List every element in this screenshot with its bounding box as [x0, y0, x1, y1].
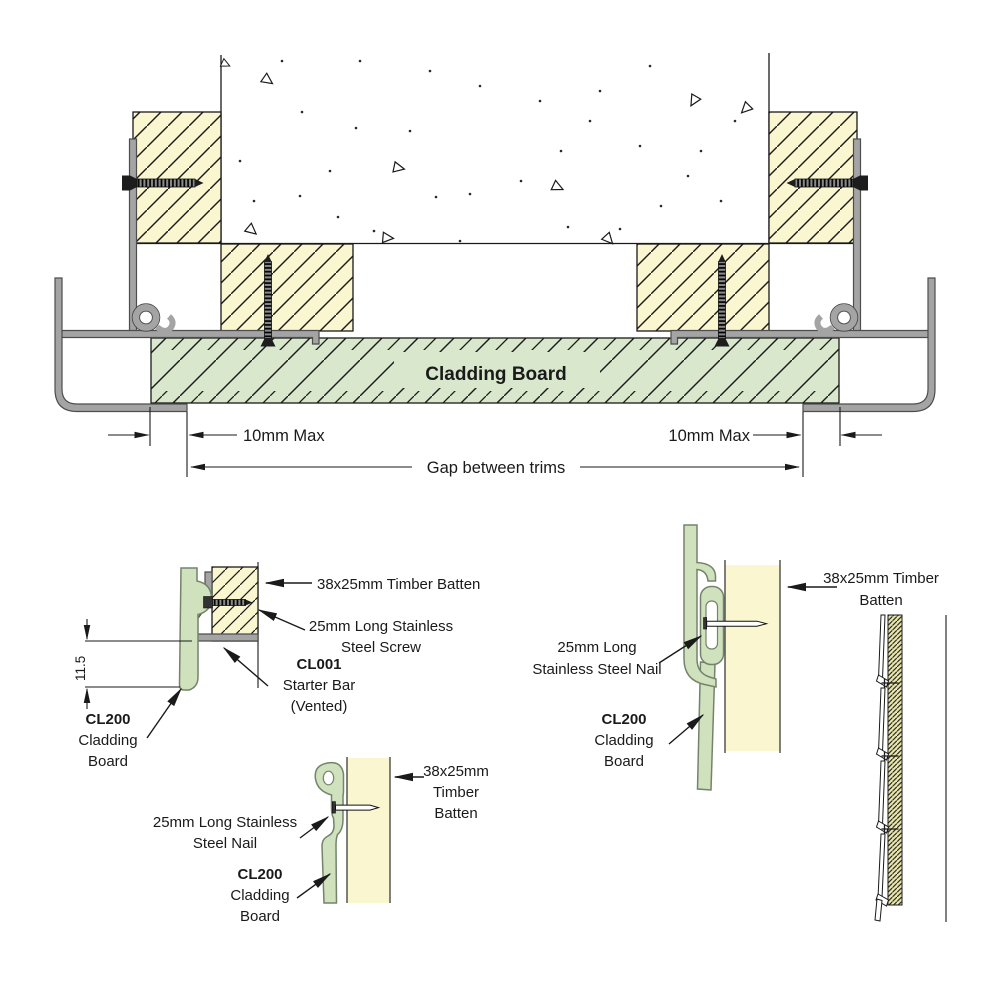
dimension-10mm-graphics: [108, 407, 237, 477]
leader-screw: [257, 609, 306, 631]
label-board-code: CL200: [601, 711, 646, 728]
trim-clip: [131, 303, 176, 334]
label-batten-line2: Batten: [859, 592, 902, 609]
label-starter-code: CL001: [296, 656, 341, 673]
dim-10mm-right-label: 10mm Max: [668, 427, 750, 445]
side-elevation-section: [874, 614, 947, 922]
dim-gap-label: Gap between trims: [427, 459, 565, 477]
detail-left-screw: [203, 596, 253, 609]
wall-substrate: [219, 53, 770, 245]
label-screw-line2: Steel Screw: [341, 639, 421, 656]
aggregate-triangles: [219, 57, 754, 245]
detail-middle-nail-fixing: 25mm Long Stainless Steel Nail CL200 Cla…: [153, 757, 489, 925]
cladding-board-label: Cladding Board: [425, 364, 566, 385]
screw-vertical: [260, 254, 276, 347]
dimension-11-5: 11.5: [73, 619, 192, 709]
dimension-gap-between-trims: Gap between trims: [189, 459, 801, 477]
detail-right-nail: [703, 617, 769, 630]
label-nail-line1: 25mm Long: [557, 639, 636, 656]
aggregate-dots: [238, 59, 737, 243]
dim-10mm-left-label: 10mm Max: [243, 427, 325, 445]
detail-middle-nail: [331, 801, 381, 814]
timber-batten-lower-right: [636, 243, 770, 332]
trim-vertical-leg: [128, 138, 138, 334]
label-batten: 38x25mm Timber Batten: [317, 576, 480, 593]
leader-nail: [658, 635, 703, 664]
label-starter-line1: Starter Bar: [283, 677, 356, 694]
cladding-board-profile: [178, 567, 213, 691]
side-batten-strip: [887, 614, 903, 906]
leader-nail: [299, 816, 330, 839]
timber-batten-top-left: [132, 111, 222, 244]
leader-board: [296, 873, 332, 899]
cladding-board-profile: [314, 761, 345, 904]
trim-profile-left: [54, 138, 320, 477]
label-board-line1: Cladding: [230, 887, 289, 904]
detail-middle-batten: [346, 757, 391, 903]
cladding-board: Cladding Board: [150, 337, 840, 404]
label-batten-line1: 38x25mm: [423, 763, 489, 780]
leader-starter: [222, 647, 269, 687]
label-board-line2: Board: [604, 753, 644, 770]
label-board-line1: Cladding: [78, 732, 137, 749]
trim-outer-j-leg: [54, 277, 188, 413]
board-label-backplate: [394, 352, 600, 388]
label-batten-line3: Batten: [434, 805, 477, 822]
side-nail-marks: [881, 678, 899, 834]
label-board-line1: Cladding: [594, 732, 653, 749]
leader-board: [146, 687, 182, 739]
timber-batten-lower-left: [220, 243, 354, 332]
leader-board: [668, 714, 705, 745]
side-cladding-boards: [874, 614, 890, 922]
label-board-code: CL200: [85, 711, 130, 728]
screw-horizontal: [122, 175, 204, 191]
label-nail-line1: 25mm Long Stainless: [153, 814, 297, 831]
label-board-line2: Board: [240, 908, 280, 925]
label-screw-line1: 25mm Long Stainless: [309, 618, 453, 635]
label-batten-line2: Timber: [433, 784, 479, 801]
profile-hook-void: [322, 770, 335, 786]
dim-11-5-label: 11.5: [73, 656, 88, 681]
timber-batten-top-right: [768, 111, 858, 244]
label-board-code: CL200: [237, 866, 282, 883]
label-starter-line2: (Vented): [291, 698, 348, 715]
label-nail-line2: Stainless Steel Nail: [532, 661, 661, 678]
main-cross-section: Cladding Board: [54, 53, 935, 477]
label-nail-line2: Steel Nail: [193, 835, 257, 852]
label-board-line2: Board: [88, 753, 128, 770]
label-batten-line1: 38x25mm Timber: [823, 570, 939, 587]
detail-right-board-joint: 38x25mm Timber Batten 25mm Long Stainles…: [532, 524, 939, 791]
detail-right-batten: [724, 560, 781, 753]
detail-starter-bar: 11.5 38x25mm Timber Batten 25mm Long Sta…: [73, 562, 480, 770]
